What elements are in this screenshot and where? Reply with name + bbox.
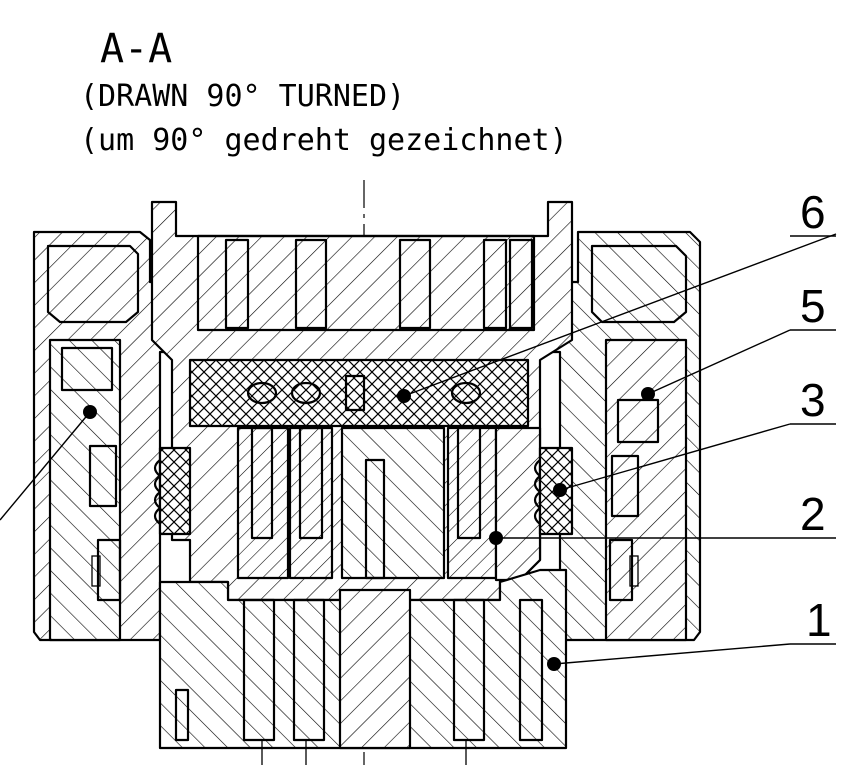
callout-1-label: 1 <box>806 594 832 646</box>
contact-cavities <box>236 426 498 580</box>
section-label: A-A <box>100 26 172 72</box>
callout-5: 5 <box>641 280 836 401</box>
part-3-grommet-left <box>153 446 192 536</box>
callout-left-unlabeled <box>0 405 97 521</box>
callout-1: 1 <box>547 594 836 671</box>
section-note-en: (DRAWN 90° TURNED) <box>80 79 405 114</box>
section-note-de: (um 90° gedreht gezeichnet) <box>80 123 568 158</box>
callout-2: 2 <box>489 488 836 545</box>
callout-3: 3 <box>553 374 836 497</box>
contact-pins <box>261 740 467 765</box>
part-1-lower-housing <box>158 568 568 750</box>
callout-2-label: 2 <box>800 488 826 540</box>
callout-3-label: 3 <box>800 374 826 426</box>
callout-5-label: 5 <box>800 280 826 332</box>
seal-part-6 <box>188 358 530 428</box>
callout-6: 6 <box>397 186 837 403</box>
part-2-lock <box>494 426 542 582</box>
callout-6-label: 6 <box>800 186 826 238</box>
